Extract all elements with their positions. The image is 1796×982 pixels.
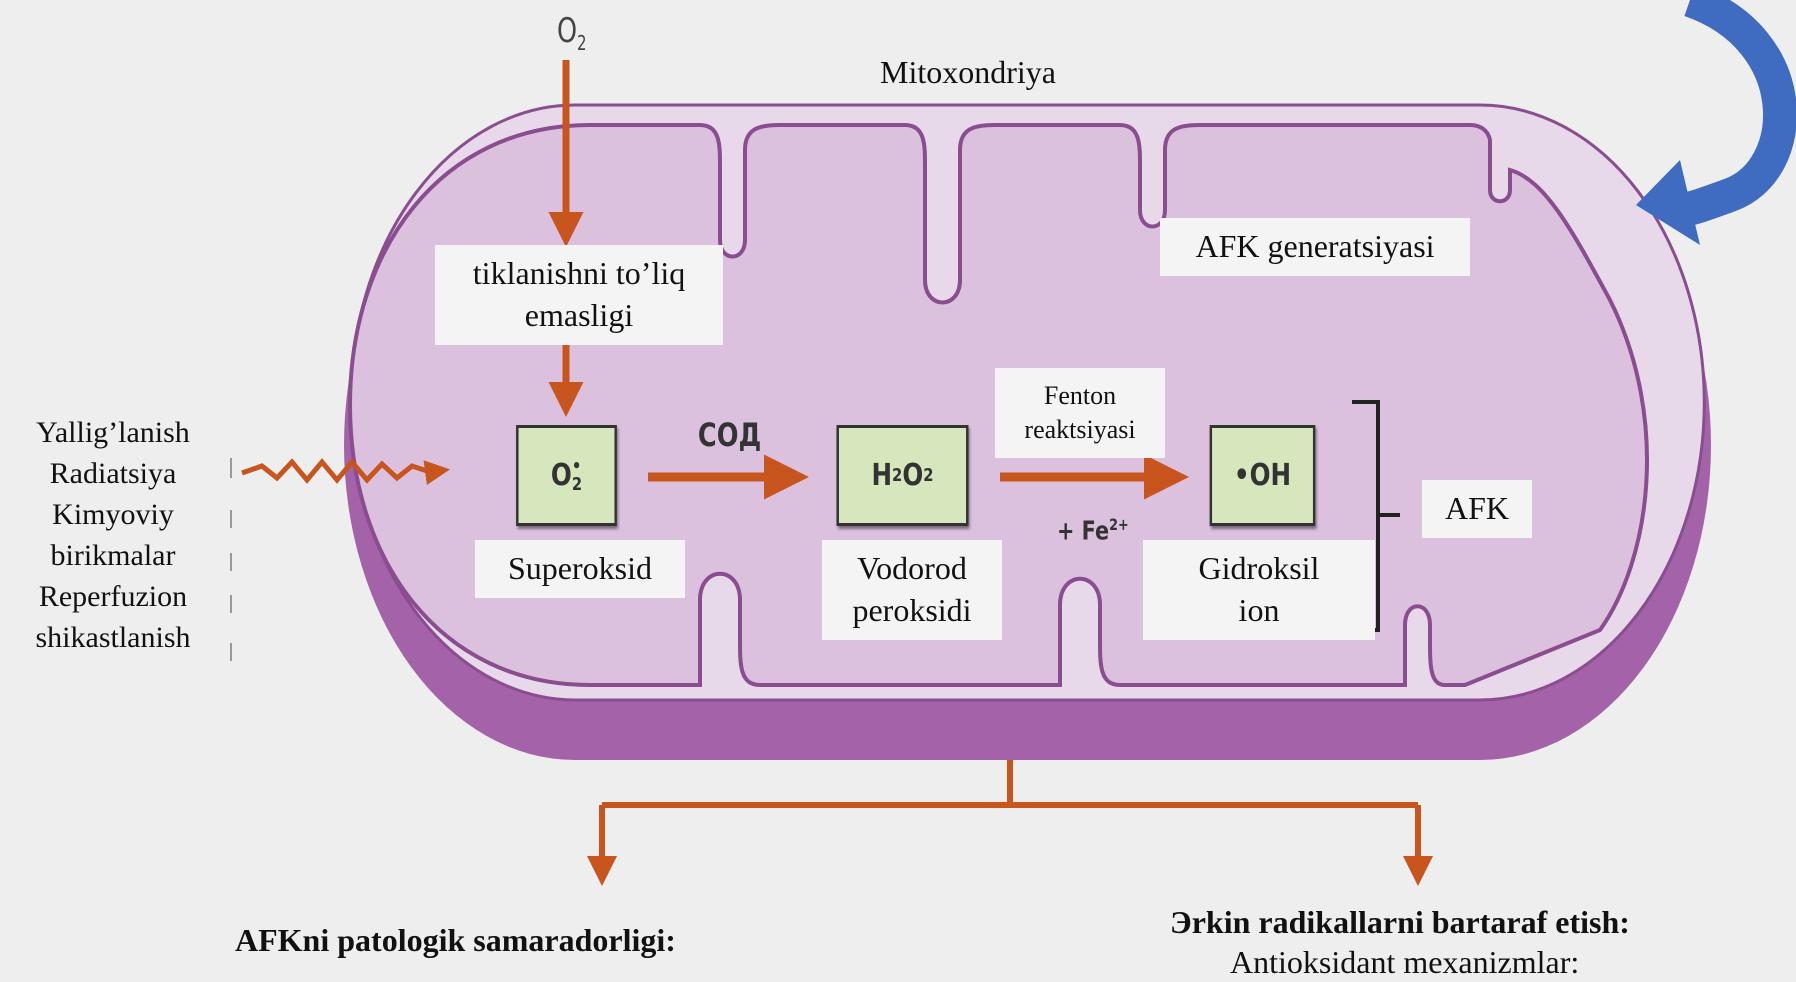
hp-name-line-1: Vodorod bbox=[857, 550, 967, 587]
iron-label: + Fe2+ bbox=[1056, 515, 1129, 547]
output-split-arrow bbox=[602, 760, 1418, 808]
hydroxyl-name-line-1: Gidroksil bbox=[1198, 550, 1320, 587]
curved-pointer-arrow bbox=[1669, 0, 1796, 229]
afk-generation-box: AFK generatsiyasi bbox=[1160, 218, 1470, 276]
outcome-left-title: AFKni patologik samaradorligi: bbox=[235, 922, 676, 958]
cause-item: Radiatsiya bbox=[49, 457, 177, 490]
superoxide-name: Superoksid bbox=[475, 540, 685, 598]
hp-name-line-2: peroksidi bbox=[852, 592, 972, 628]
hydroxyl-name-line-2: ion bbox=[1238, 592, 1280, 628]
fenton-line-1: Fenton bbox=[1043, 381, 1117, 411]
organelle-label: Mitoxondriya bbox=[880, 54, 1056, 90]
hydroxyl-name: Gidroksil ion bbox=[1143, 540, 1375, 640]
cause-item: Kimyoviy bbox=[52, 498, 174, 531]
hydroxyl-box: •OH bbox=[1209, 425, 1316, 526]
incomplete-reduction-box: tiklanishni to’liq emasligi bbox=[435, 245, 723, 345]
incomplete-reduction-line-2: emasligi bbox=[524, 297, 634, 333]
fenton-reaction-box: Fenton reaktsiyasi bbox=[995, 368, 1165, 458]
causes-wavy-arrow bbox=[241, 458, 450, 486]
causes-list: Yallig’lanish Radiatsiya Kimyoviy birikm… bbox=[8, 412, 218, 658]
cause-item: Yallig’lanish bbox=[36, 416, 190, 449]
oxygen-label: O2 bbox=[556, 11, 587, 55]
cause-item: shikastlanish bbox=[35, 621, 191, 654]
curved-pointer-arrowhead bbox=[1636, 160, 1700, 245]
fenton-line-2: reaktsiyasi bbox=[1024, 415, 1136, 444]
outcome-right-title: Эrkin radikallarni bartaraf etish: bbox=[1170, 904, 1630, 940]
cause-item: birikmalar bbox=[50, 539, 176, 572]
superoxide-box: O•2 bbox=[516, 425, 617, 526]
hydrogen-peroxide-name: Vodorod peroksidi bbox=[822, 540, 1002, 640]
incomplete-reduction-line-1: tiklanishni to’liq bbox=[472, 255, 686, 292]
afk-group-label: AFK bbox=[1422, 480, 1532, 538]
enzyme-label: СОД bbox=[697, 416, 762, 454]
cause-item: Reperfuzion bbox=[38, 580, 188, 613]
outcome-right-subtitle: Antioksidant mexanizmlar: bbox=[1230, 944, 1580, 980]
